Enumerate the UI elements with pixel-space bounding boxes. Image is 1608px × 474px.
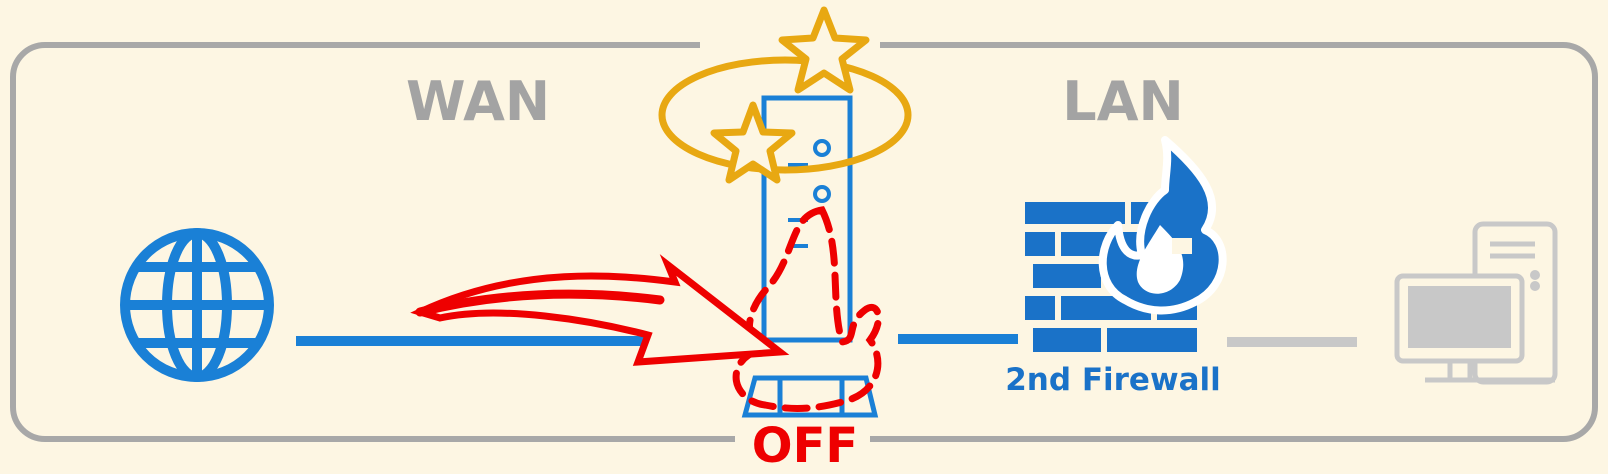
star-icon (778, 6, 870, 94)
globe-icon (120, 228, 274, 382)
lightning-bolt-icon (410, 254, 790, 366)
flame-icon (1098, 136, 1227, 315)
desktop-computer-icon (1394, 221, 1558, 385)
lan-label: LAN (1062, 70, 1183, 133)
router-icon (741, 95, 879, 418)
dizzy-stars-icon (710, 6, 870, 184)
smoke-icon (732, 206, 882, 412)
dizzy-halo-ring (658, 56, 912, 174)
wan-label: WAN (406, 70, 550, 133)
star-icon (710, 101, 796, 184)
router-status-off: OFF (752, 418, 858, 474)
firewall-label: 2nd Firewall (1005, 362, 1221, 398)
